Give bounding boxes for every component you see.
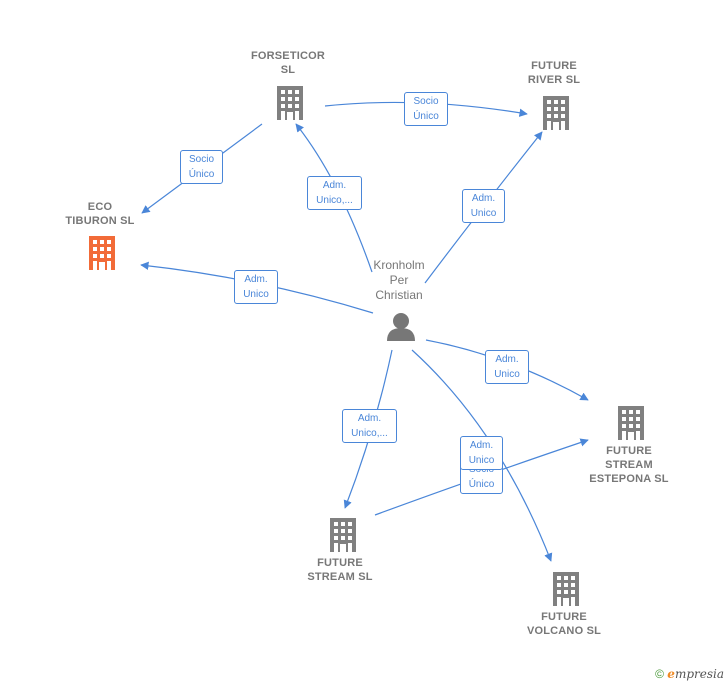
edge-label-forseticor-eco: Socio Único	[180, 150, 223, 184]
building-icon[interactable]	[277, 86, 303, 120]
brand-initial: e	[667, 667, 675, 681]
edge-label-line: Unico,...	[316, 195, 353, 206]
edge-label-line: Único	[413, 111, 439, 122]
footer-brand: © empresia	[655, 667, 724, 681]
node-future-river-label[interactable]: FUTURE RIVER SL	[504, 59, 604, 87]
node-line: RIVER SL	[527, 74, 581, 86]
person-label[interactable]: Kronholm Per Christian	[349, 258, 449, 303]
node-line: TIBURON SL	[65, 215, 135, 227]
building-icon[interactable]	[330, 518, 356, 552]
node-future-stream-label[interactable]: FUTURE STREAM SL	[290, 556, 390, 584]
node-line: FUTURE	[541, 611, 587, 623]
building-icon[interactable]	[543, 96, 569, 130]
edge-label-line: Adm.	[244, 274, 268, 285]
brand-rest: mpresia	[674, 667, 724, 681]
edge-label-line: Unico	[468, 455, 495, 466]
edge-label-person-river: Adm. Unico	[462, 189, 505, 223]
edge-label-line: Socio	[188, 154, 214, 165]
edge-label-person-eco: Adm. Unico	[234, 270, 278, 304]
edge-label-line: Adm.	[471, 193, 496, 204]
node-future-volcano-label[interactable]: FUTURE VOLCANO SL	[514, 610, 614, 638]
node-line: ECO	[87, 201, 113, 213]
person-icon[interactable]	[387, 313, 415, 341]
node-line: SL	[280, 64, 296, 76]
edge-label-line: Adm.	[495, 354, 519, 365]
node-line: STREAM SL	[307, 571, 373, 583]
edge-label-line: Adm.	[322, 180, 347, 191]
edge-label-person-forseticor: Adm. Unico,...	[307, 176, 362, 210]
building-icon[interactable]	[553, 572, 579, 606]
node-forseticor-label[interactable]: FORSETICOR SL	[238, 49, 338, 77]
edge-label-line: Unico	[470, 208, 497, 219]
edge-label-person-stream: Adm. Unico,...	[342, 409, 397, 443]
edge-label-line: Único	[188, 169, 215, 180]
edge-label-person-volcano: Adm. Unico	[460, 436, 503, 470]
edge-label-line: Unico,...	[351, 428, 388, 439]
building-icon[interactable]	[618, 406, 644, 440]
node-eco-tiburon-label[interactable]: ECO TIBURON SL	[50, 200, 150, 228]
person-line: Per	[389, 273, 409, 287]
edge-label-line: Unico	[243, 289, 269, 300]
brand-logo: empresia	[667, 667, 724, 681]
node-line: FORSETICOR	[250, 50, 326, 62]
node-line: VOLCANO SL	[526, 625, 602, 637]
edge-label-line: Unico	[494, 369, 520, 380]
building-icon-highlighted[interactable]	[89, 236, 115, 270]
node-line: ESTEPONA SL	[589, 473, 669, 485]
node-future-stream-estepona-label[interactable]: FUTURE STREAM ESTEPONA SL	[574, 444, 684, 486]
node-line: STREAM	[605, 459, 653, 471]
person-line: Kronholm	[373, 258, 425, 272]
node-line: FUTURE	[606, 445, 652, 457]
node-line: FUTURE	[531, 60, 577, 72]
node-line: FUTURE	[317, 557, 363, 569]
edge-label-line: Socio	[413, 96, 439, 107]
person-line: Christian	[375, 288, 423, 302]
edge-label-person-estepona: Adm. Unico	[485, 350, 529, 384]
edge-label-line: Adm.	[469, 440, 494, 451]
copyright-icon: ©	[655, 667, 664, 681]
edge-label-line: Adm.	[357, 413, 382, 424]
edge-label-forseticor-river: Socio Único	[404, 92, 448, 126]
edge-label-line: Único	[468, 479, 495, 490]
